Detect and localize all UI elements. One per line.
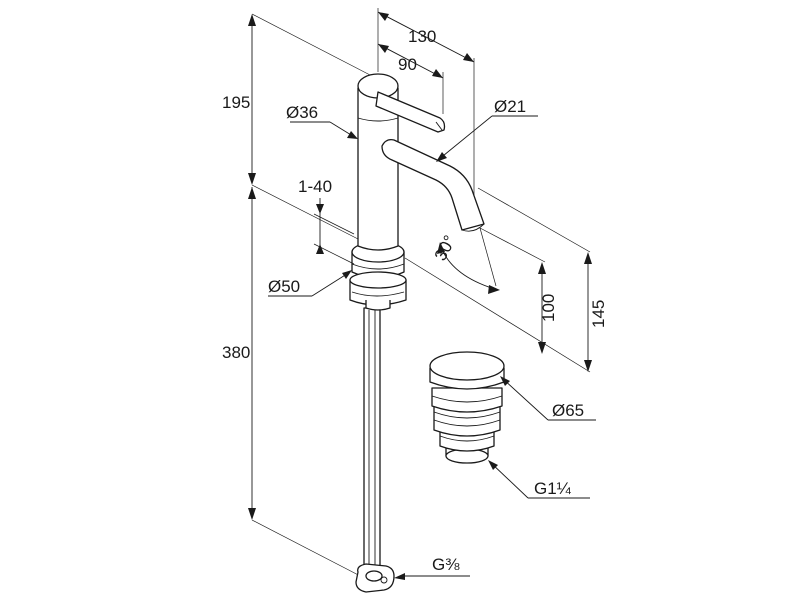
label-width-lever: 90 — [398, 55, 417, 74]
label-base-diameter: Ø50 — [268, 277, 300, 296]
waste-cap — [429, 351, 505, 381]
label-height-top: 195 — [222, 93, 250, 112]
label-clamp-thickness: 1-40 — [298, 177, 332, 196]
label-outlet-height: 100 — [539, 294, 558, 322]
label-spout-angle: 30° — [431, 232, 460, 264]
label-waste-thread: G1¼ — [534, 479, 572, 498]
extension-lines — [251, 8, 591, 581]
label-height-bottom: 380 — [222, 343, 250, 362]
label-spout-height: 145 — [589, 300, 608, 328]
label-waste-diameter: Ø65 — [552, 401, 584, 420]
label-body-diameter: Ø36 — [286, 103, 318, 122]
dimension-lines — [248, 11, 596, 580]
label-width-outer: 130 — [408, 27, 436, 46]
faucet-body — [357, 87, 399, 251]
lever-handle — [375, 91, 446, 133]
faucet — [349, 73, 485, 593]
waste-fitting — [429, 351, 505, 464]
supply-hose — [363, 307, 381, 571]
spout — [381, 138, 485, 231]
label-spout-diameter: Ø21 — [494, 97, 526, 116]
label-supply-thread: G⅜ — [432, 555, 460, 574]
